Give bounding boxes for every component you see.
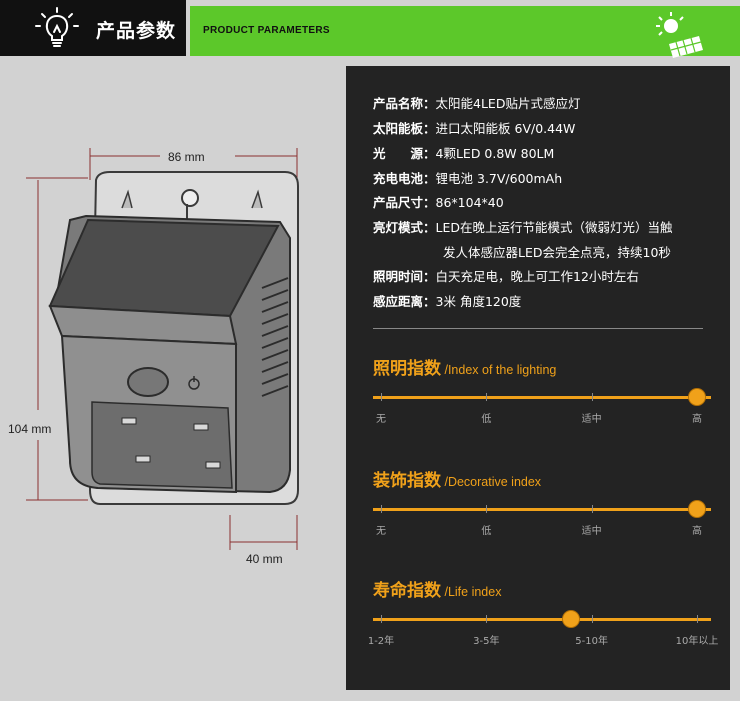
spec-row: 太阳能板：进口太阳能板 6V/0.44W <box>373 121 576 136</box>
slider-tick-label: 5-10年 <box>575 636 609 647</box>
spec-row: 产品名称：太阳能4LED贴片式感应灯 <box>373 96 581 111</box>
slider-tick-label: 低 <box>481 414 492 425</box>
slider-knob <box>689 501 705 517</box>
spec-row: 充电电池：锂电池 3.7V/600mAh <box>373 171 563 186</box>
slider-tick-label: 1-2年 <box>367 636 395 647</box>
life-index-slider: 1-2年 3-5年 5-10年 10年以上 <box>368 611 718 647</box>
spec-row-continued: 发人体感应器LED会完全点亮，持续10秒 <box>443 245 671 260</box>
width-dimension: 86 mm <box>168 150 205 164</box>
decorative-index-slider: 无 低 适中 高 <box>373 501 711 537</box>
slider-knob <box>562 611 579 627</box>
slider-tick <box>486 615 488 623</box>
slider-tick-label: 无 <box>376 414 386 425</box>
lighting-index-title: 照明指数 /Index of the lighting <box>373 359 557 379</box>
slider-tick <box>486 505 488 513</box>
height-dimension: 104 mm <box>8 422 52 436</box>
spec-row: 照明时间：白天充足电，晚上可工作12小时左右 <box>373 269 639 284</box>
spec-row: 亮灯模式：LED在晚上运行节能模式（微弱灯光）当触 <box>373 220 673 235</box>
life-index-title: 寿命指数 /Life index <box>373 581 502 601</box>
spec-panel: 产品名称：太阳能4LED贴片式感应灯 太阳能板：进口太阳能板 6V/0.44W … <box>346 66 730 690</box>
slider-tick-label: 无 <box>376 526 386 537</box>
spec-row: 光 源：4颗LED 0.8W 80LM <box>373 146 555 161</box>
slider-tick <box>697 615 698 623</box>
slider-tick-label: 低 <box>481 526 492 537</box>
slider-tick <box>591 615 593 623</box>
spec-row: 感应距离：3米 角度120度 <box>373 294 522 309</box>
solar-panel-icon <box>656 12 703 58</box>
header-subtitle: PRODUCT PARAMETERS <box>203 25 330 36</box>
header-subtitle-block: PRODUCT PARAMETERS <box>190 6 740 58</box>
lightbulb-icon <box>35 7 79 47</box>
slider-tick-label: 高 <box>692 526 702 537</box>
slider-tick <box>381 393 382 401</box>
header-title-block: 产品参数 <box>0 0 186 56</box>
slider-tick-label: 10年以上 <box>675 636 719 647</box>
spec-row: 产品尺寸：86*104*40 <box>373 195 504 210</box>
header-title: 产品参数 <box>96 20 177 42</box>
slider-tick-label: 3-5年 <box>473 636 500 647</box>
slider-tick <box>591 505 593 513</box>
slider-tick-label: 适中 <box>581 414 602 425</box>
header-banner: 产品参数 PRODUCT PARAMETERS <box>0 0 740 58</box>
lighting-index-slider: 无 低 适中 高 <box>373 389 711 425</box>
slider-tick <box>381 615 382 623</box>
product-drawing <box>26 148 299 550</box>
slider-knob <box>689 389 705 405</box>
slider-tick <box>591 393 593 401</box>
slider-tick <box>486 393 488 401</box>
divider <box>373 328 703 329</box>
slider-tick-label: 高 <box>692 414 702 425</box>
slider-tick <box>381 505 382 513</box>
decorative-index-title: 装饰指数 /Decorative index <box>373 471 542 491</box>
depth-dimension: 40 mm <box>246 552 283 566</box>
slider-tick-label: 适中 <box>581 526 602 537</box>
